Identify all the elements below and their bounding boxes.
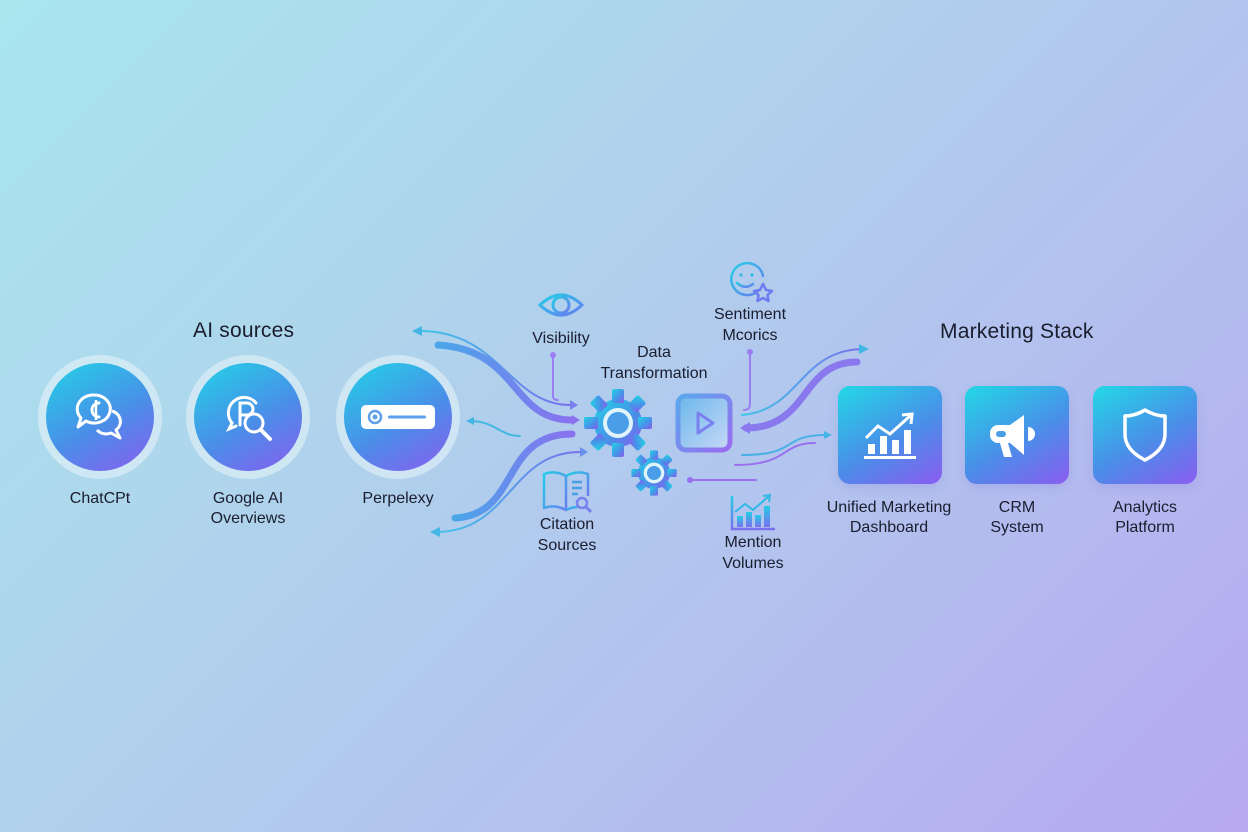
source-label: ChatCPt xyxy=(69,490,131,507)
source-perplexity[interactable]: Perpelexy xyxy=(336,355,460,509)
bar-chart-trend-icon xyxy=(730,493,775,531)
marketing-stack-title: Marketing Stack xyxy=(940,320,1094,343)
source-label: Perpelexy xyxy=(362,490,434,507)
source-google-ai-overviews[interactable]: Google AI Overviews xyxy=(186,355,310,529)
metric-visibility: Visibility xyxy=(520,290,602,349)
metric-mention-volumes: Mention Volumes xyxy=(712,492,794,574)
shield-icon xyxy=(1123,408,1167,462)
p-search-icon xyxy=(225,395,272,441)
stack-crm-system[interactable]: CRM System xyxy=(965,386,1069,538)
metric-label: Visibility xyxy=(532,330,590,347)
metric-label: Sentiment Mcorics xyxy=(713,306,787,344)
smiley-star-icon xyxy=(730,262,774,303)
metric-citation-sources: Citation Sources xyxy=(528,470,606,556)
stack-unified-marketing-dashboard[interactable]: Unified Marketing Dashboard xyxy=(818,386,960,538)
metric-label: Mention Volumes xyxy=(722,534,784,572)
stack-analytics-platform[interactable]: Analytics Platform xyxy=(1093,386,1197,538)
data-transformation-title: Data Transformation xyxy=(600,344,708,382)
search-bar-icon xyxy=(361,405,435,429)
megaphone-icon xyxy=(990,415,1035,457)
source-label: Google AI Overviews xyxy=(210,490,286,527)
stack-label: Analytics Platform xyxy=(1112,499,1178,536)
chart-up-icon xyxy=(864,412,916,459)
stack-label: CRM System xyxy=(990,499,1044,536)
chat-bubbles-icon xyxy=(75,393,122,440)
eye-icon xyxy=(537,293,585,317)
ai-sources-title: AI sources xyxy=(193,319,295,342)
metric-label: Citation Sources xyxy=(537,516,597,554)
stack-label: Unified Marketing Dashboard xyxy=(826,499,952,536)
metric-sentiment: Sentiment Mcorics xyxy=(705,262,795,346)
play-icon xyxy=(675,393,733,453)
gear-small-icon xyxy=(631,450,677,496)
gear-icon xyxy=(584,389,652,457)
source-chatgpt[interactable]: ChatCPt xyxy=(38,355,162,509)
book-search-icon xyxy=(542,471,593,514)
